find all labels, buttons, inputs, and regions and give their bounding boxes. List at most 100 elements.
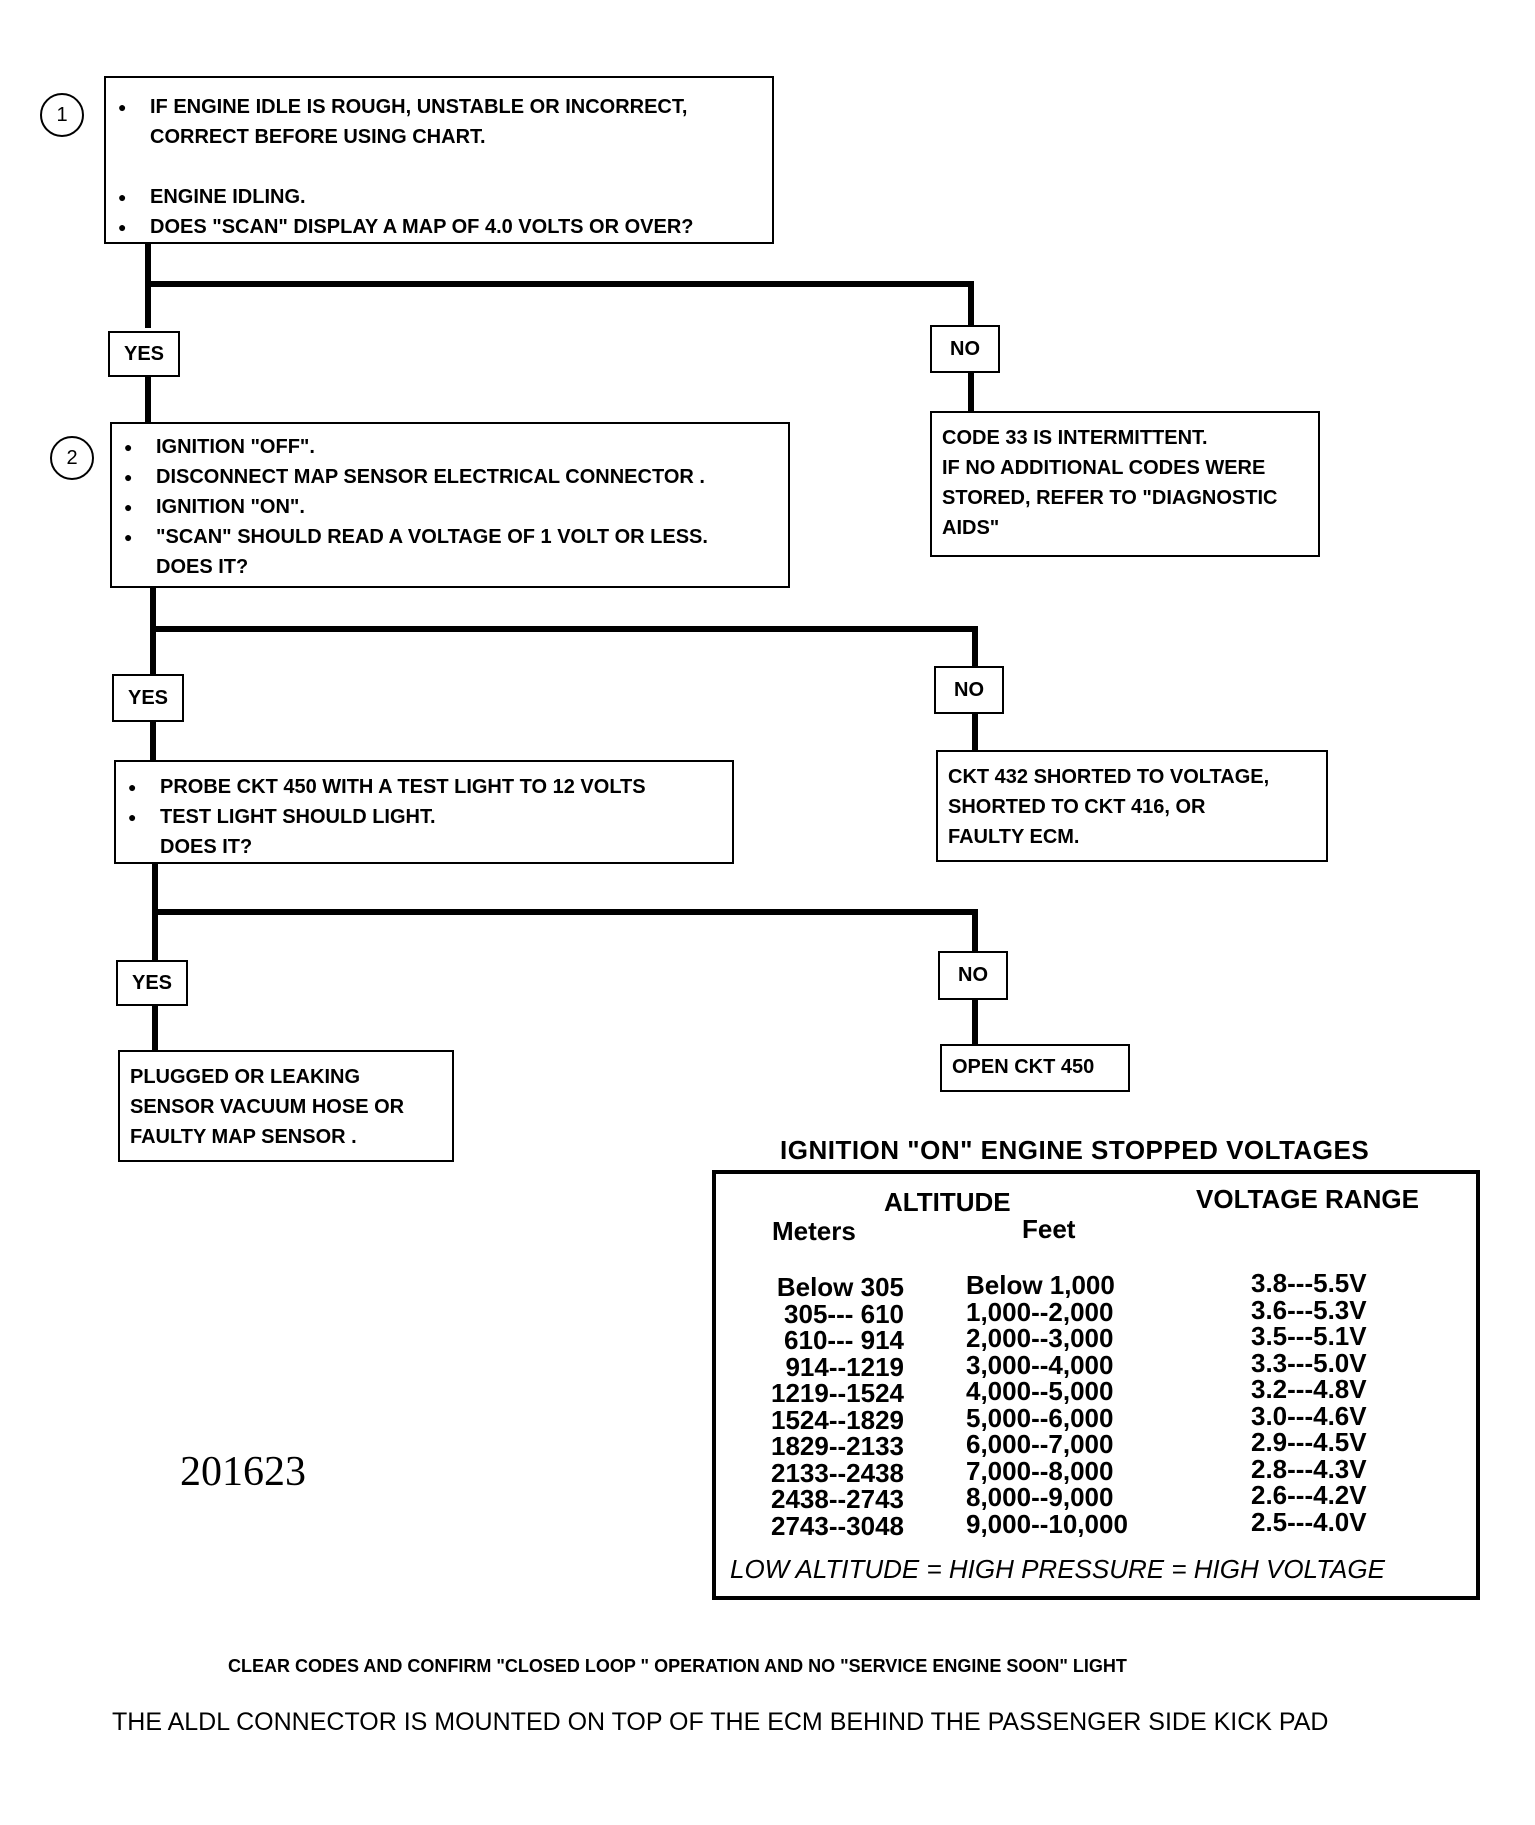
meters-column: Below 305 305--- 610 610--- 914 914--121…: [764, 1274, 904, 1539]
feet-cell: 6,000--7,000: [966, 1429, 1114, 1459]
connector-line: [145, 281, 974, 287]
result-line: FAULTY MAP SENSOR .: [130, 1126, 357, 1148]
meters-cell: 2743--3048: [771, 1510, 904, 1541]
result-line: SENSOR VACUUM HOSE OR: [130, 1096, 405, 1118]
step-2-item: "SCAN" SHOULD READ A VOLTAGE OF 1 VOLT O…: [122, 522, 780, 552]
connector-line: [145, 374, 151, 424]
step-2-item: DISCONNECT MAP SENSOR ELECTRICAL CONNECT…: [122, 462, 780, 492]
meters-cell: 2133--2438: [771, 1457, 904, 1488]
step-1-item: IF ENGINE IDLE IS ROUGH, UNSTABLE OR INC…: [116, 92, 764, 122]
voltage-cell: 3.8---5.5V: [1251, 1268, 1367, 1298]
voltage-cell: 3.6---5.3V: [1251, 1294, 1367, 1325]
meters-cell: 1219--1524: [771, 1378, 904, 1408]
voltage-header: VOLTAGE RANGE: [1196, 1184, 1419, 1214]
feet-column: Below 1,000 1,000--2,000 2,000--3,000 3,…: [966, 1272, 1176, 1537]
meters-cell: 914--1219: [785, 1351, 904, 1382]
step-3-yes-result-box: PLUGGED OR LEAKING SENSOR VACUUM HOSE OR…: [118, 1050, 454, 1162]
step-1-no-label: NO: [930, 325, 1000, 373]
step-2-list: IGNITION "OFF". DISCONNECT MAP SENSOR EL…: [122, 432, 780, 582]
step-number-text: 1: [56, 103, 68, 126]
feet-header: Feet: [1022, 1214, 1076, 1244]
result-line: AIDS": [942, 517, 1000, 539]
connector-line: [152, 909, 978, 915]
meters-cell: Below 305: [776, 1272, 904, 1302]
aldl-connector-note: THE ALDL CONNECTOR IS MOUNTED ON TOP OF …: [112, 1708, 1329, 1736]
step-2-item: DOES IT?: [156, 556, 249, 578]
step-1-no-result-box: CODE 33 IS INTERMITTENT. IF NO ADDITIONA…: [930, 411, 1320, 557]
clear-codes-note: CLEAR CODES AND CONFIRM "CLOSED LOOP " O…: [228, 1656, 1127, 1676]
meters-cell: 2438--2743: [771, 1484, 904, 1514]
voltage-cell: 3.3---5.0V: [1251, 1347, 1367, 1378]
step-1-list: IF ENGINE IDLE IS ROUGH, UNSTABLE OR INC…: [116, 92, 764, 242]
no-label-text: NO: [958, 964, 988, 986]
feet-cell: 3,000--4,000: [966, 1349, 1114, 1380]
voltage-cell: 2.8---4.3V: [1251, 1453, 1367, 1484]
step-2-no-result-box: CKT 432 SHORTED TO VOLTAGE, SHORTED TO C…: [936, 750, 1328, 862]
step-3-box: PROBE CKT 450 WITH A TEST LIGHT TO 12 VO…: [114, 760, 734, 864]
feet-cell: 2,000--3,000: [966, 1323, 1114, 1353]
connector-line: [150, 588, 156, 676]
result-line: OPEN CKT 450: [952, 1056, 1095, 1078]
no-label-text: NO: [954, 678, 984, 701]
meters-cell: 1829--2133: [771, 1431, 904, 1461]
yes-label-text: YES: [131, 971, 173, 994]
voltage-table: ALTITUDE Meters Feet VOLTAGE RANGE Below…: [712, 1170, 1480, 1600]
meters-cell: 1524--1829: [771, 1404, 904, 1435]
step-1-box: IF ENGINE IDLE IS ROUGH, UNSTABLE OR INC…: [104, 76, 774, 244]
step-3-item: PROBE CKT 450 WITH A TEST LIGHT TO 12 VO…: [126, 772, 724, 802]
step-1-yes-label: YES: [108, 331, 180, 377]
step-1-item: CORRECT BEFORE USING CHART.: [150, 126, 486, 148]
connector-line: [152, 1004, 158, 1054]
step-2-item: IGNITION "ON".: [122, 492, 780, 522]
altitude-pressure-note: LOW ALTITUDE = HIGH PRESSURE = HIGH VOLT…: [730, 1554, 1385, 1584]
voltage-cell: 2.9---4.5V: [1251, 1427, 1367, 1457]
step-2-no-label: NO: [934, 666, 1004, 714]
step-2-box: IGNITION "OFF". DISCONNECT MAP SENSOR EL…: [110, 422, 790, 588]
connector-line: [972, 626, 978, 668]
feet-cell: 9,000--10,000: [966, 1508, 1128, 1539]
result-line: SHORTED TO CKT 416, OR: [948, 796, 1206, 818]
altitude-header: ALTITUDE: [884, 1187, 1011, 1217]
voltage-cell: 2.5---4.0V: [1251, 1506, 1367, 1537]
meters-header: Meters: [772, 1216, 856, 1246]
feet-cell: 8,000--9,000: [966, 1482, 1114, 1512]
connector-line: [968, 281, 974, 329]
step-number-2: 2: [50, 436, 94, 480]
feet-cell: 4,000--5,000: [966, 1376, 1114, 1406]
result-line: FAULTY ECM.: [948, 826, 1080, 848]
step-1-item: DOES "SCAN" DISPLAY A MAP OF 4.0 VOLTS O…: [116, 212, 764, 242]
step-3-list: PROBE CKT 450 WITH A TEST LIGHT TO 12 VO…: [126, 772, 724, 862]
voltage-cell: 3.5---5.1V: [1251, 1321, 1367, 1351]
connector-line: [150, 626, 978, 632]
feet-cell: 5,000--6,000: [966, 1402, 1114, 1433]
result-line: IF NO ADDITIONAL CODES WERE: [942, 457, 1266, 479]
result-line: PLUGGED OR LEAKING: [130, 1066, 361, 1088]
step-2-item: IGNITION "OFF".: [122, 432, 780, 462]
document-number: 201623: [180, 1449, 306, 1495]
connector-line: [968, 370, 974, 416]
step-3-no-result-box: OPEN CKT 450: [940, 1044, 1130, 1092]
connector-line: [150, 720, 156, 762]
step-number-text: 2: [66, 446, 78, 469]
step-number-1: 1: [40, 93, 84, 137]
step-1-item: ENGINE IDLING.: [116, 182, 764, 212]
connector-line: [972, 909, 978, 953]
feet-cell: Below 1,000: [966, 1270, 1115, 1300]
connector-line: [972, 998, 978, 1046]
step-2-yes-label: YES: [112, 674, 184, 722]
step-3-no-label: NO: [938, 951, 1008, 1000]
voltage-cell: 3.0---4.6V: [1251, 1400, 1367, 1431]
step-3-item: TEST LIGHT SHOULD LIGHT.: [126, 802, 724, 832]
meters-cell: 305--- 610: [784, 1298, 904, 1329]
voltage-column: 3.8---5.5V 3.6---5.3V 3.5---5.1V 3.3---5…: [1251, 1270, 1391, 1535]
no-label-text: NO: [950, 337, 980, 360]
result-line: CKT 432 SHORTED TO VOLTAGE,: [948, 766, 1270, 788]
result-line: CODE 33 IS INTERMITTENT.: [942, 427, 1208, 449]
feet-cell: 7,000--8,000: [966, 1455, 1114, 1486]
voltage-cell: 2.6---4.2V: [1251, 1480, 1367, 1510]
step-3-yes-label: YES: [116, 960, 188, 1006]
yes-label-text: YES: [123, 342, 165, 365]
voltage-cell: 3.2---4.8V: [1251, 1374, 1367, 1404]
step-3-item: DOES IT?: [160, 836, 253, 858]
meters-cell: 610--- 914: [784, 1325, 904, 1355]
